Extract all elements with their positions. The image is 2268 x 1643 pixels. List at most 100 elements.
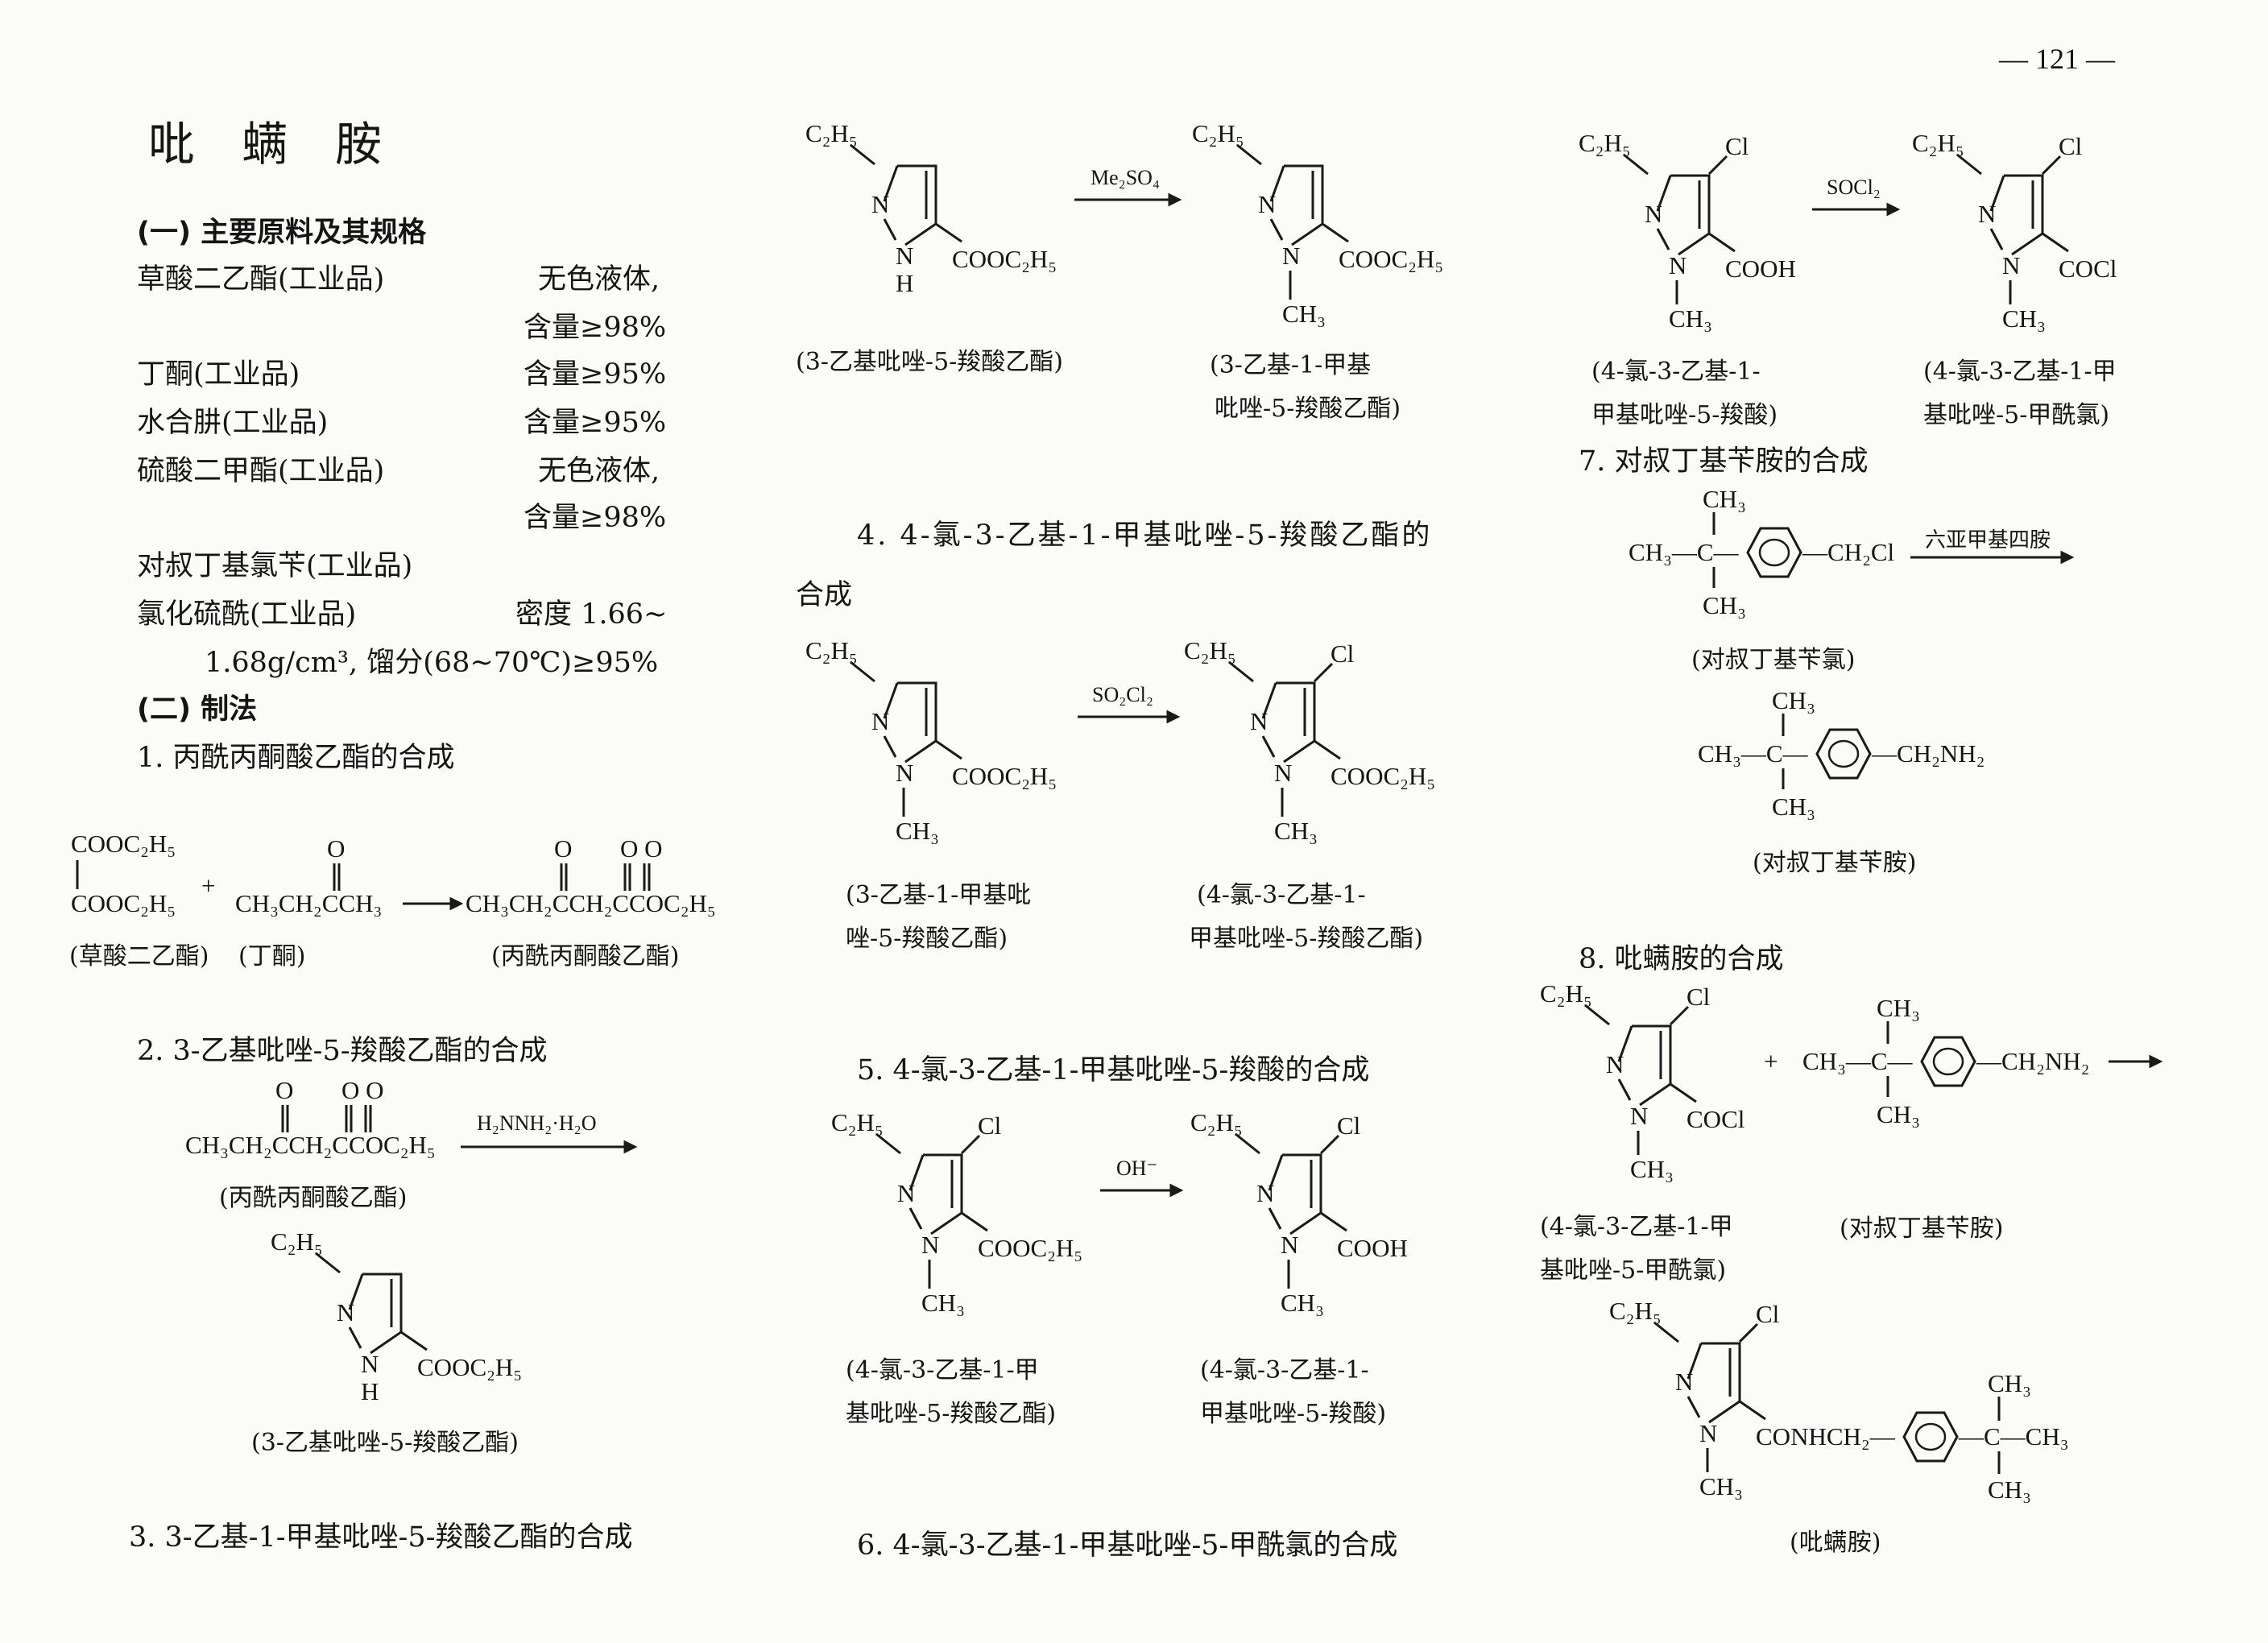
double-bond bbox=[333, 863, 341, 891]
formula-text: N bbox=[1645, 200, 1663, 228]
formula-text: C₂H₅ bbox=[1912, 129, 1964, 157]
formula-text: N bbox=[2002, 251, 2021, 279]
formula-text: N bbox=[1274, 759, 1293, 787]
benzene-ring bbox=[1902, 1411, 1959, 1463]
material-name: 水合肼(工业品) bbox=[137, 407, 329, 439]
benzene-ring bbox=[1746, 527, 1802, 578]
formula-text: —CH₂Cl bbox=[1802, 538, 1895, 566]
formula-text: O bbox=[327, 834, 346, 863]
bond-line bbox=[1322, 222, 1349, 243]
formula-text: C₂H₅ bbox=[805, 119, 858, 147]
reaction-arrow bbox=[1074, 192, 1182, 207]
compound-label: (丙酰丙酮酸乙酯) bbox=[491, 942, 680, 970]
bond-line bbox=[1236, 143, 1262, 166]
formula-text: N bbox=[1282, 242, 1301, 270]
bond-line bbox=[1712, 567, 1715, 588]
formula-text: CONHCH₂— bbox=[1756, 1422, 1895, 1451]
formula-text: CH₃CH₂CCH₃ bbox=[235, 889, 383, 917]
pyrazole-ring bbox=[1617, 1024, 1672, 1107]
reagent: Me₂SO₄ bbox=[1091, 166, 1161, 189]
formula-text: CH₃—C— bbox=[1629, 538, 1739, 566]
formula-text: CH₃ bbox=[1772, 793, 1815, 821]
formula-text: CH₃ bbox=[1988, 1475, 2031, 1504]
bond-line bbox=[961, 1211, 988, 1232]
compound-label: (4-氯-3-乙基-1-甲 bbox=[1923, 358, 2117, 386]
compound-label: (4-氯-3-乙基-1- bbox=[1197, 881, 1366, 909]
material-spec: 含量≥95% bbox=[524, 407, 667, 439]
bond-line bbox=[1313, 662, 1334, 683]
double-bond bbox=[560, 863, 651, 891]
bond-line bbox=[315, 1252, 341, 1274]
benzene-ring bbox=[1920, 1036, 1976, 1087]
bond-line bbox=[1886, 1021, 1889, 1044]
compound-label: 基吡唑-5-甲酰氯) bbox=[1540, 1256, 1727, 1285]
material-spec: 含量≥95% bbox=[524, 358, 667, 391]
formula-text: CH₃—C— bbox=[1802, 1047, 1913, 1075]
formula-text: C₂H₅ bbox=[1540, 979, 1592, 1008]
bond-line bbox=[1707, 155, 1728, 176]
compound-label: (4-氯-3-乙基-1- bbox=[1200, 1356, 1369, 1384]
compound-label: (4-氯-3-乙基-1-甲 bbox=[1540, 1213, 1733, 1241]
formula-text: C₂H₅ bbox=[805, 636, 858, 664]
compound-label: (丙酰丙酮酸乙酯) bbox=[219, 1184, 408, 1212]
bond-line bbox=[1320, 1211, 1347, 1232]
formula-text: N bbox=[1281, 1231, 1299, 1259]
method-heading: (二) 制法 bbox=[137, 693, 258, 726]
step-title: 3. 3-乙基-1-甲基吡唑-5-羧酸乙酯的合成 bbox=[129, 1521, 633, 1554]
formula-text: CH₃ bbox=[921, 1289, 965, 1317]
compound-label: (草酸二乙酯) bbox=[69, 942, 209, 970]
reagent: SOCl₂ bbox=[1827, 176, 1881, 199]
bond-line bbox=[1782, 714, 1785, 736]
formula-text: Cl bbox=[1331, 639, 1355, 668]
step-title: 6. 4-氯-3-乙基-1-甲基吡唑-5-甲酰氯的合成 bbox=[857, 1529, 1398, 1562]
formula-text: N bbox=[1675, 1368, 1694, 1396]
compound-label: (丁酮) bbox=[238, 942, 306, 970]
bond-line bbox=[935, 739, 962, 760]
reaction-arrow bbox=[461, 1140, 638, 1154]
formula-text: COOC₂H₅ bbox=[417, 1353, 523, 1381]
formula-text: CH₃ bbox=[1630, 1155, 1674, 1183]
formula-text: N bbox=[871, 190, 890, 218]
step-title: 4. 4-氯-3-乙基-1-甲基吡唑-5-羧酸乙酯的 bbox=[857, 519, 1433, 552]
formula-text: H bbox=[361, 1377, 379, 1405]
formula-text: COOC₂H₅ bbox=[1339, 245, 1444, 273]
compound-label: (吡螨胺) bbox=[1790, 1529, 1881, 1557]
formula-text: N bbox=[897, 1179, 916, 1207]
formula-text: CH₃ bbox=[1274, 817, 1318, 845]
bond-line bbox=[1319, 1134, 1340, 1155]
step-title: 7. 对叔丁基苄胺的合成 bbox=[1579, 445, 1869, 478]
step-title: 5. 4-氯-3-乙基-1-甲基吡唑-5-羧酸的合成 bbox=[857, 1054, 1370, 1086]
compound-label: 基吡唑-5-甲酰氯) bbox=[1923, 401, 2110, 429]
bond-line bbox=[1235, 1132, 1260, 1155]
material-name: 硫酸二甲酯(工业品) bbox=[137, 455, 385, 487]
formula-text: COCl bbox=[1687, 1105, 1745, 1133]
bond-line bbox=[850, 660, 875, 683]
compound-label: 甲基吡唑-5-羧酸) bbox=[1591, 401, 1778, 429]
formula-text: COOC₂H₅ bbox=[952, 245, 1057, 273]
compound-label: (3-乙基吡唑-5-羧酸乙酯) bbox=[796, 348, 1063, 376]
formula-text: COOC₂H₅ bbox=[952, 762, 1057, 790]
bond-line bbox=[1228, 660, 1254, 683]
material-name: 氯化硫酰(工业品) bbox=[137, 598, 357, 631]
compound-label: 吡唑-5-羧酸乙酯) bbox=[1215, 395, 1401, 423]
step-title: 合成 bbox=[796, 579, 853, 611]
bond-line bbox=[1637, 1131, 1640, 1155]
formula-text: O bbox=[275, 1076, 294, 1104]
pyrazole-ring bbox=[1989, 174, 2044, 256]
compound-label: (3-乙基-1-甲基 bbox=[1210, 351, 1372, 379]
bond-line bbox=[1287, 1260, 1290, 1289]
formula-text: N bbox=[1669, 251, 1687, 279]
formula-text: N bbox=[337, 1298, 355, 1326]
bond-line bbox=[1675, 280, 1678, 304]
compound-label: (对叔丁基苄胺) bbox=[1753, 849, 1917, 877]
compound-label: 唑-5-羧酸乙酯) bbox=[846, 925, 1008, 953]
bond-line bbox=[1623, 153, 1649, 176]
material-name: 对叔丁基氯苄(工业品) bbox=[137, 550, 413, 582]
formula-text: N bbox=[1630, 1102, 1649, 1130]
formula-text: N bbox=[1699, 1419, 1718, 1447]
bond-line bbox=[902, 788, 905, 817]
formula-text: CH₃CH₂CCH₂CCOC₂H₅ bbox=[185, 1131, 436, 1159]
material-spec: 无色液体, bbox=[538, 263, 660, 296]
double-bond bbox=[281, 1105, 372, 1132]
compound-label: (对叔丁基苄氯) bbox=[1691, 646, 1856, 674]
